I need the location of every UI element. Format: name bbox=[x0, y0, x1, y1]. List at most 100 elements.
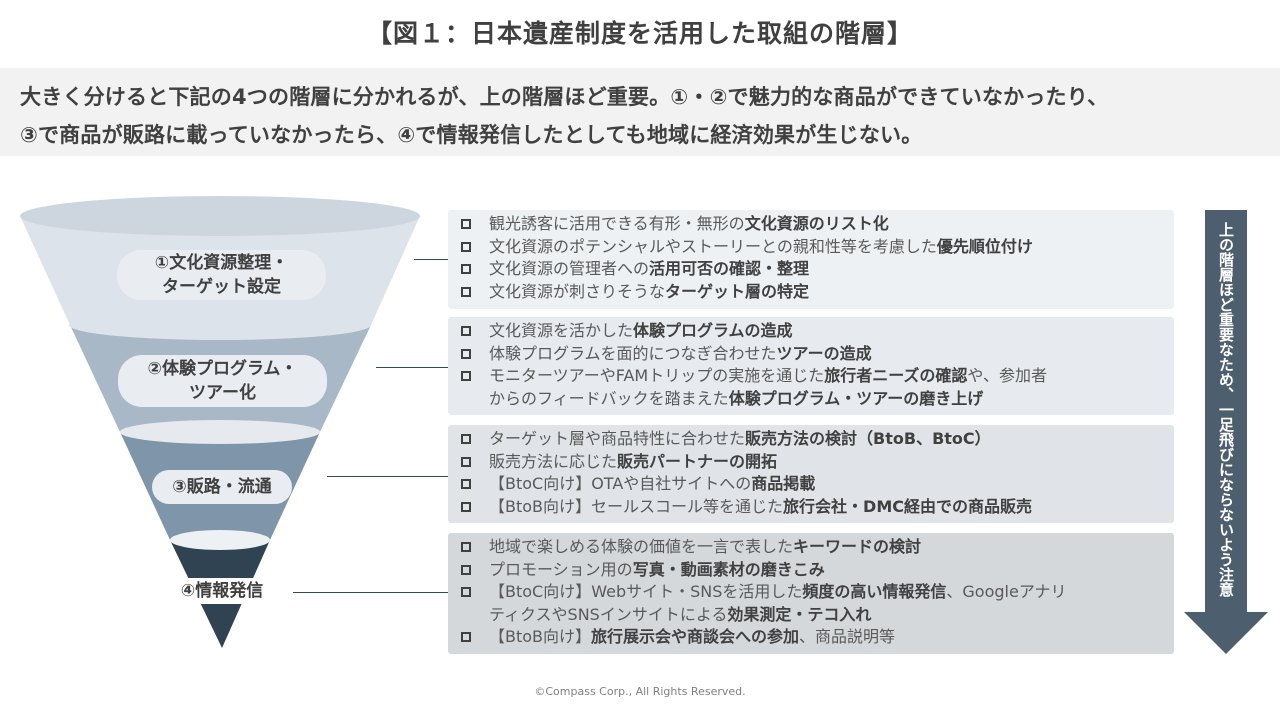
tier-2-list: 文化資源を活かした体験プログラムの造成 体験プログラムを面的につなぎ合わせたツア… bbox=[448, 317, 1174, 410]
tier-3-label: ③販路・流通 bbox=[172, 477, 272, 497]
item-emphasis: 活用可否の確認・整理 bbox=[649, 259, 810, 278]
item-emphasis: 効果測定・テコ入れ bbox=[727, 604, 872, 624]
item-text: 【BtoC向け】Webサイト・SNSを活用した bbox=[489, 582, 803, 601]
importance-arrow bbox=[1184, 210, 1268, 654]
item-text: 地域で楽しめる体験の価値を一言で表した bbox=[489, 537, 794, 556]
item-emphasis: 販売方法の検討 bbox=[745, 429, 858, 448]
item-text: 体験プログラムを面的につなぎ合わせた bbox=[489, 343, 777, 363]
list-item: 【BtoB向け】旅行展示会や商談会への参加、商品説明等 bbox=[448, 626, 1174, 649]
item-emphasis: 商品掲載 bbox=[751, 474, 816, 493]
item-emphasis: 文化資源のリスト化 bbox=[744, 214, 889, 233]
tier-label-3: ③販路・流通 bbox=[152, 470, 292, 504]
item-emphasis: 体験プログラム・ツアーの磨き上げ bbox=[728, 388, 984, 408]
tier-3-list: ターゲット層や商品特性に合わせた販売方法の検討（BtoB、BtoC） 販売方法に… bbox=[448, 425, 1174, 518]
item-text: プロモーション用の bbox=[489, 559, 633, 579]
list-item: 文化資源のポテンシャルやストーリーとの親和性等を考慮した優先順位付け bbox=[448, 236, 1174, 259]
checkbox-icon bbox=[461, 286, 471, 297]
item-emphasis: 体験プログラムの造成 bbox=[633, 321, 793, 340]
list-item-continuation: ティクスやSNSインサイトによる効果測定・テコ入れ bbox=[448, 604, 1174, 627]
tier-2-label-line1: ②体験プログラム・ bbox=[147, 359, 298, 379]
funnel-tier-1-top bbox=[20, 196, 420, 236]
summary-line-1: 大きく分けると下記の4つの階層に分かれるが、上の階層ほど重要。①・②で魅力的な商… bbox=[20, 85, 1109, 109]
checkbox-icon bbox=[461, 479, 471, 489]
item-text: ティクスやSNSインサイトによる bbox=[489, 604, 728, 624]
checkbox-icon bbox=[461, 326, 471, 336]
checkbox-icon bbox=[461, 241, 471, 252]
page-title: 【図１：日本遺産制度を活用した取組の階層】 bbox=[366, 19, 913, 48]
checkbox-icon bbox=[461, 501, 471, 512]
checkbox-icon bbox=[461, 587, 471, 597]
item-text: 文化資源のポテンシャルやストーリーとの親和性等を考慮した bbox=[489, 236, 937, 256]
item-text: 販売方法に応じた bbox=[489, 451, 618, 471]
tier-1-label-line1: ①文化資源整理・ bbox=[154, 253, 289, 273]
checkbox-icon bbox=[461, 632, 471, 642]
item-emphasis: ターゲット層の特定 bbox=[665, 281, 810, 301]
list-item: 【BtoC向け】OTAや自社サイトへの商品掲載 bbox=[448, 473, 1174, 496]
funnel-tier-2-top bbox=[69, 310, 371, 340]
tier-label-4: ④情報発信 bbox=[160, 578, 284, 604]
checkbox-icon bbox=[461, 434, 471, 444]
item-text: 【BtoB向け】セールスコール等を通じた bbox=[489, 496, 784, 516]
importance-arrow-text: 上の階層ほど重要なため、一足飛びにならないよう注意 bbox=[1217, 222, 1235, 597]
item-emphasis: 優先順位付け bbox=[936, 236, 1033, 256]
item-text: 【BtoB向け】 bbox=[489, 627, 592, 646]
item-emphasis: 販売パートナーの開拓 bbox=[617, 451, 778, 471]
item-text: からのフィードバックを踏まえた bbox=[489, 388, 729, 408]
item-emphasis: ツアーの造成 bbox=[776, 343, 872, 363]
item-text-after: や、参加者 bbox=[967, 366, 1047, 385]
list-item-continuation: からのフィードバックを踏まえた体験プログラム・ツアーの磨き上げ bbox=[448, 388, 1174, 411]
list-item: 文化資源を活かした体験プログラムの造成 bbox=[448, 320, 1174, 343]
tier-3-panel: ターゲット層や商品特性に合わせた販売方法の検討（BtoB、BtoC） 販売方法に… bbox=[448, 425, 1174, 523]
item-text-after: 、商品説明等 bbox=[799, 627, 896, 646]
tier-1-list: 観光誘客に活用できる有形・無形の文化資源のリスト化 文化資源のポテンシャルやスト… bbox=[448, 210, 1174, 303]
list-item: 【BtoB向け】セールスコール等を通じた旅行会社・DMC経由での商品販売 bbox=[448, 496, 1174, 519]
list-item: ターゲット層や商品特性に合わせた販売方法の検討（BtoB、BtoC） bbox=[448, 428, 1174, 451]
tier-4-panel: 地域で楽しめる体験の価値を一言で表したキーワードの検討 プロモーション用の写真・… bbox=[448, 533, 1174, 654]
item-text: 観光誘客に活用できる有形・無形の bbox=[489, 214, 745, 233]
list-item: 観光誘客に活用できる有形・無形の文化資源のリスト化 bbox=[448, 213, 1174, 236]
item-text: モニターツアーやFAMトリップの実施を通じた bbox=[489, 366, 825, 385]
item-text-after: （BtoB、BtoC） bbox=[857, 429, 991, 448]
item-text: ターゲット層や商品特性に合わせた bbox=[489, 429, 746, 448]
list-item: プロモーション用の写真・動画素材の磨きこみ bbox=[448, 559, 1174, 582]
checkbox-icon bbox=[461, 564, 471, 575]
checkbox-icon bbox=[461, 456, 471, 467]
checkbox-icon bbox=[461, 371, 471, 381]
item-emphasis: 旅行会社・DMC経由での商品販売 bbox=[783, 496, 1032, 516]
tier-2-panel: 文化資源を活かした体験プログラムの造成 体験プログラムを面的につなぎ合わせたツア… bbox=[448, 317, 1174, 415]
checkbox-icon bbox=[461, 542, 471, 552]
tier-4-label: ④情報発信 bbox=[180, 581, 264, 601]
connector-line-4 bbox=[293, 592, 448, 593]
list-item: 文化資源の管理者への活用可否の確認・整理 bbox=[448, 258, 1174, 281]
tier-2-label-line2: ツアー化 bbox=[189, 383, 256, 403]
checkbox-icon bbox=[461, 348, 471, 359]
item-text: 【BtoC向け】OTAや自社サイトへの bbox=[489, 474, 752, 493]
item-emphasis: 頻度の高い情報発信 bbox=[802, 582, 947, 601]
list-item: 文化資源が刺さりそうなターゲット層の特定 bbox=[448, 281, 1174, 304]
checkbox-icon bbox=[461, 219, 471, 229]
item-emphasis: 写真・動画素材の磨きこみ bbox=[632, 559, 825, 579]
funnel-tier-4-top bbox=[170, 530, 270, 550]
item-text: 文化資源が刺さりそうな bbox=[489, 281, 666, 301]
copyright-footer: ©Compass Corp., All Rights Reserved. bbox=[534, 685, 746, 698]
tier-label-2: ②体験プログラム・ツアー化 bbox=[118, 355, 327, 407]
tier-4-list: 地域で楽しめる体験の価値を一言で表したキーワードの検討 プロモーション用の写真・… bbox=[448, 533, 1174, 649]
list-item: 地域で楽しめる体験の価値を一言で表したキーワードの検討 bbox=[448, 536, 1174, 559]
list-item: モニターツアーやFAMトリップの実施を通じた旅行者ニーズの確認や、参加者 bbox=[448, 365, 1174, 388]
tier-1-label-line2: ターゲット設定 bbox=[162, 277, 281, 297]
item-emphasis: 旅行展示会や商談会への参加 bbox=[591, 627, 800, 646]
tier-1-panel: 観光誘客に活用できる有形・無形の文化資源のリスト化 文化資源のポテンシャルやスト… bbox=[448, 210, 1174, 309]
connector-line-2 bbox=[376, 367, 448, 368]
item-emphasis: キーワードの検討 bbox=[793, 537, 922, 556]
connector-line-3 bbox=[327, 476, 448, 477]
item-emphasis: 旅行者ニーズの確認 bbox=[824, 366, 968, 385]
list-item: 【BtoC向け】Webサイト・SNSを活用した頻度の高い情報発信、Googleア… bbox=[448, 581, 1174, 604]
list-item: 販売方法に応じた販売パートナーの開拓 bbox=[448, 451, 1174, 474]
funnel-tier-3-top bbox=[120, 420, 320, 444]
tier-label-1: ①文化資源整理・ターゲット設定 bbox=[117, 250, 326, 300]
item-text: 文化資源を活かした bbox=[489, 321, 634, 340]
list-item: 体験プログラムを面的につなぎ合わせたツアーの造成 bbox=[448, 343, 1174, 366]
connector-line-1 bbox=[414, 259, 448, 260]
item-text-after: 、Googleアナリ bbox=[946, 582, 1067, 601]
summary-line-2: ③で商品が販路に載っていなかったら、④で情報発信したとしても地域に経済効果が生じ… bbox=[20, 123, 923, 147]
